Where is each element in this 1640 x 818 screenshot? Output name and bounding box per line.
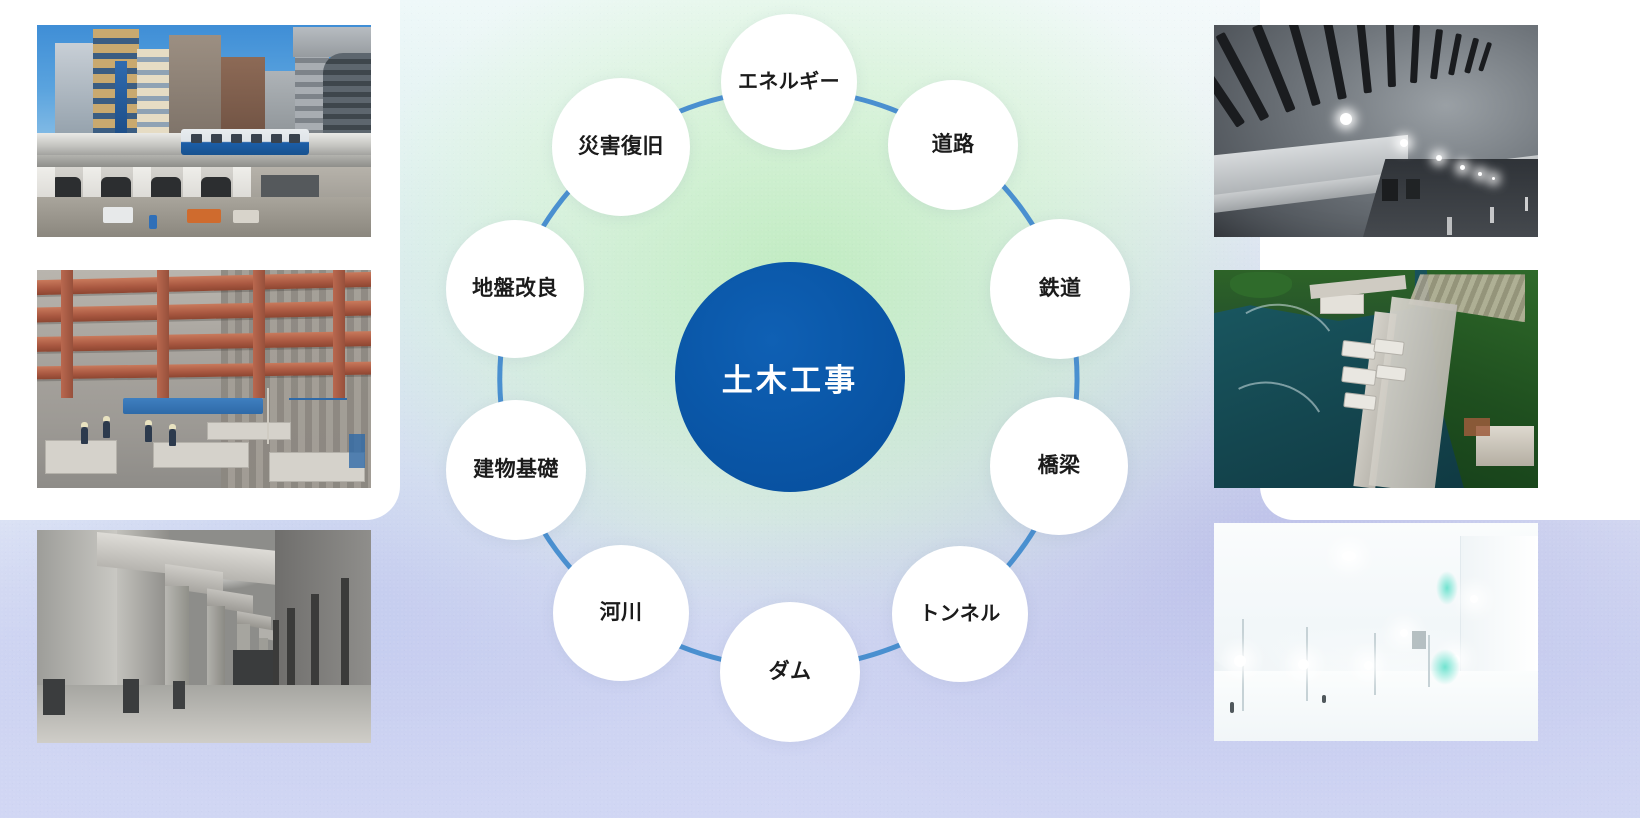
connector-arc bbox=[539, 187, 573, 231]
connector-arc bbox=[677, 643, 726, 663]
connector-arc bbox=[1073, 352, 1080, 404]
node-label: 災害復旧 bbox=[578, 134, 664, 158]
center-node-label: 土木工事 bbox=[721, 362, 859, 398]
node-right-lower[interactable]: 橋梁 bbox=[990, 397, 1128, 535]
node-left-lower[interactable]: 建物基礎 bbox=[446, 400, 586, 540]
photo-concrete-underground-corridor bbox=[37, 530, 371, 743]
node-label: 鉄道 bbox=[1038, 276, 1082, 300]
node-right-upper[interactable]: 鉄道 bbox=[990, 219, 1130, 359]
connector-arc bbox=[675, 95, 725, 115]
photo-white-underground-cavern bbox=[1214, 523, 1538, 741]
node-top-right[interactable]: 道路 bbox=[888, 80, 1018, 210]
center-node-civil-works[interactable]: 土木工事 bbox=[675, 262, 905, 492]
connector-arc bbox=[1005, 525, 1038, 569]
connector-arc bbox=[852, 95, 900, 114]
node-label: ダム bbox=[768, 659, 812, 683]
connector-arc bbox=[999, 182, 1039, 234]
photo-dam-reservoir-aerial bbox=[1214, 270, 1538, 488]
node-label: トンネル bbox=[919, 602, 1001, 625]
photo-deep-excavation-steel-struts bbox=[37, 270, 371, 488]
connector-arc bbox=[497, 352, 504, 407]
node-bottom[interactable]: ダム bbox=[720, 602, 860, 742]
photo-urban-elevated-railway-construction bbox=[37, 25, 371, 237]
node-label: 橋梁 bbox=[1037, 453, 1081, 477]
node-label: 地盤改良 bbox=[472, 276, 558, 300]
top-right-wedge bbox=[1532, 0, 1640, 18]
connector-arc bbox=[852, 641, 904, 662]
connector-arc bbox=[540, 527, 575, 572]
node-bottom-left[interactable]: 河川 bbox=[553, 545, 689, 681]
node-label: 道路 bbox=[931, 132, 975, 156]
node-left-upper[interactable]: 地盤改良 bbox=[446, 220, 584, 358]
node-label: 河川 bbox=[599, 600, 643, 624]
node-label: 建物基礎 bbox=[473, 457, 559, 481]
node-top[interactable]: エネルギー bbox=[721, 14, 857, 150]
node-label: エネルギー bbox=[738, 70, 840, 93]
node-top-left[interactable]: 災害復旧 bbox=[552, 78, 690, 216]
node-bottom-right[interactable]: トンネル bbox=[892, 546, 1028, 682]
civil-engineering-wheel-diagram: 土木工事 エネルギー道路鉄道橋梁トンネルダム 河川 建物基礎 地盤改良 災害復旧 bbox=[380, 0, 1260, 818]
photo-road-tunnel-interior bbox=[1214, 25, 1538, 237]
